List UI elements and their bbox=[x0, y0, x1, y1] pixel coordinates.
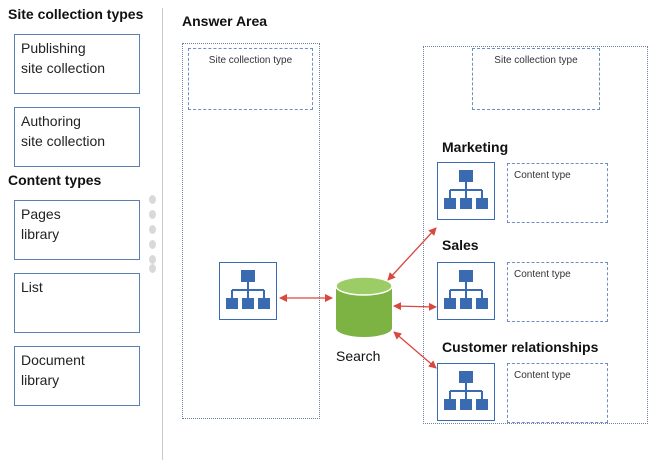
tile-line: Pages bbox=[21, 206, 61, 222]
splitter-handle-dot bbox=[149, 210, 156, 219]
site-hierarchy-icon bbox=[437, 162, 495, 220]
drop-slot-content-type-marketing[interactable]: Content type bbox=[507, 163, 608, 223]
tile-line: library bbox=[21, 372, 60, 388]
splitter-handle-dot bbox=[149, 225, 156, 234]
tile-line: library bbox=[21, 226, 60, 242]
drop-slot-site-collection-right[interactable]: Site collection type bbox=[472, 48, 600, 110]
tile-line: Publishing bbox=[21, 40, 86, 56]
site-hierarchy-icon bbox=[437, 262, 495, 320]
tile-publishing-site-collection[interactable]: Publishing site collection bbox=[14, 34, 140, 94]
drop-slot-content-type-customer-relationships[interactable]: Content type bbox=[507, 363, 608, 423]
site-label-marketing: Marketing bbox=[442, 139, 509, 155]
search-label: Search bbox=[336, 348, 381, 364]
tile-list[interactable]: List bbox=[14, 273, 140, 333]
tile-document-library[interactable]: Document library bbox=[14, 346, 140, 406]
content-types-heading: Content types bbox=[8, 172, 102, 188]
site-hierarchy-icon bbox=[437, 363, 495, 421]
splitter-handle-dot bbox=[149, 264, 156, 273]
splitter-handle-dot bbox=[149, 195, 156, 204]
panel-divider bbox=[162, 8, 163, 460]
tile-line: Document bbox=[21, 352, 85, 368]
arrow-search-to-marketing bbox=[387, 227, 437, 281]
tile-line: Authoring bbox=[21, 113, 81, 129]
tile-pages-library[interactable]: Pages library bbox=[14, 200, 140, 260]
tile-line: site collection bbox=[21, 133, 106, 149]
arrow-search-to-customer-relationships bbox=[393, 331, 437, 369]
left-site-container bbox=[182, 43, 320, 419]
site-label-sales: Sales bbox=[442, 237, 479, 253]
site-label-customer-relationships: Customer relationships bbox=[442, 339, 599, 355]
tile-line: site collection bbox=[21, 60, 106, 76]
tile-authoring-site-collection[interactable]: Authoring site collection bbox=[14, 107, 140, 167]
arrow-search-to-sales bbox=[393, 302, 437, 311]
site-collection-types-heading: Site collection types bbox=[8, 6, 144, 22]
search-database-icon bbox=[335, 276, 393, 337]
tile-line: List bbox=[21, 279, 43, 295]
answer-area-title: Answer Area bbox=[182, 13, 268, 29]
splitter-handle-dot bbox=[149, 240, 156, 249]
site-hierarchy-icon bbox=[219, 262, 277, 320]
drop-slot-content-type-sales[interactable]: Content type bbox=[507, 262, 608, 322]
drop-slot-site-collection-left[interactable]: Site collection type bbox=[188, 48, 313, 110]
splitter-handle-dot bbox=[149, 255, 156, 264]
